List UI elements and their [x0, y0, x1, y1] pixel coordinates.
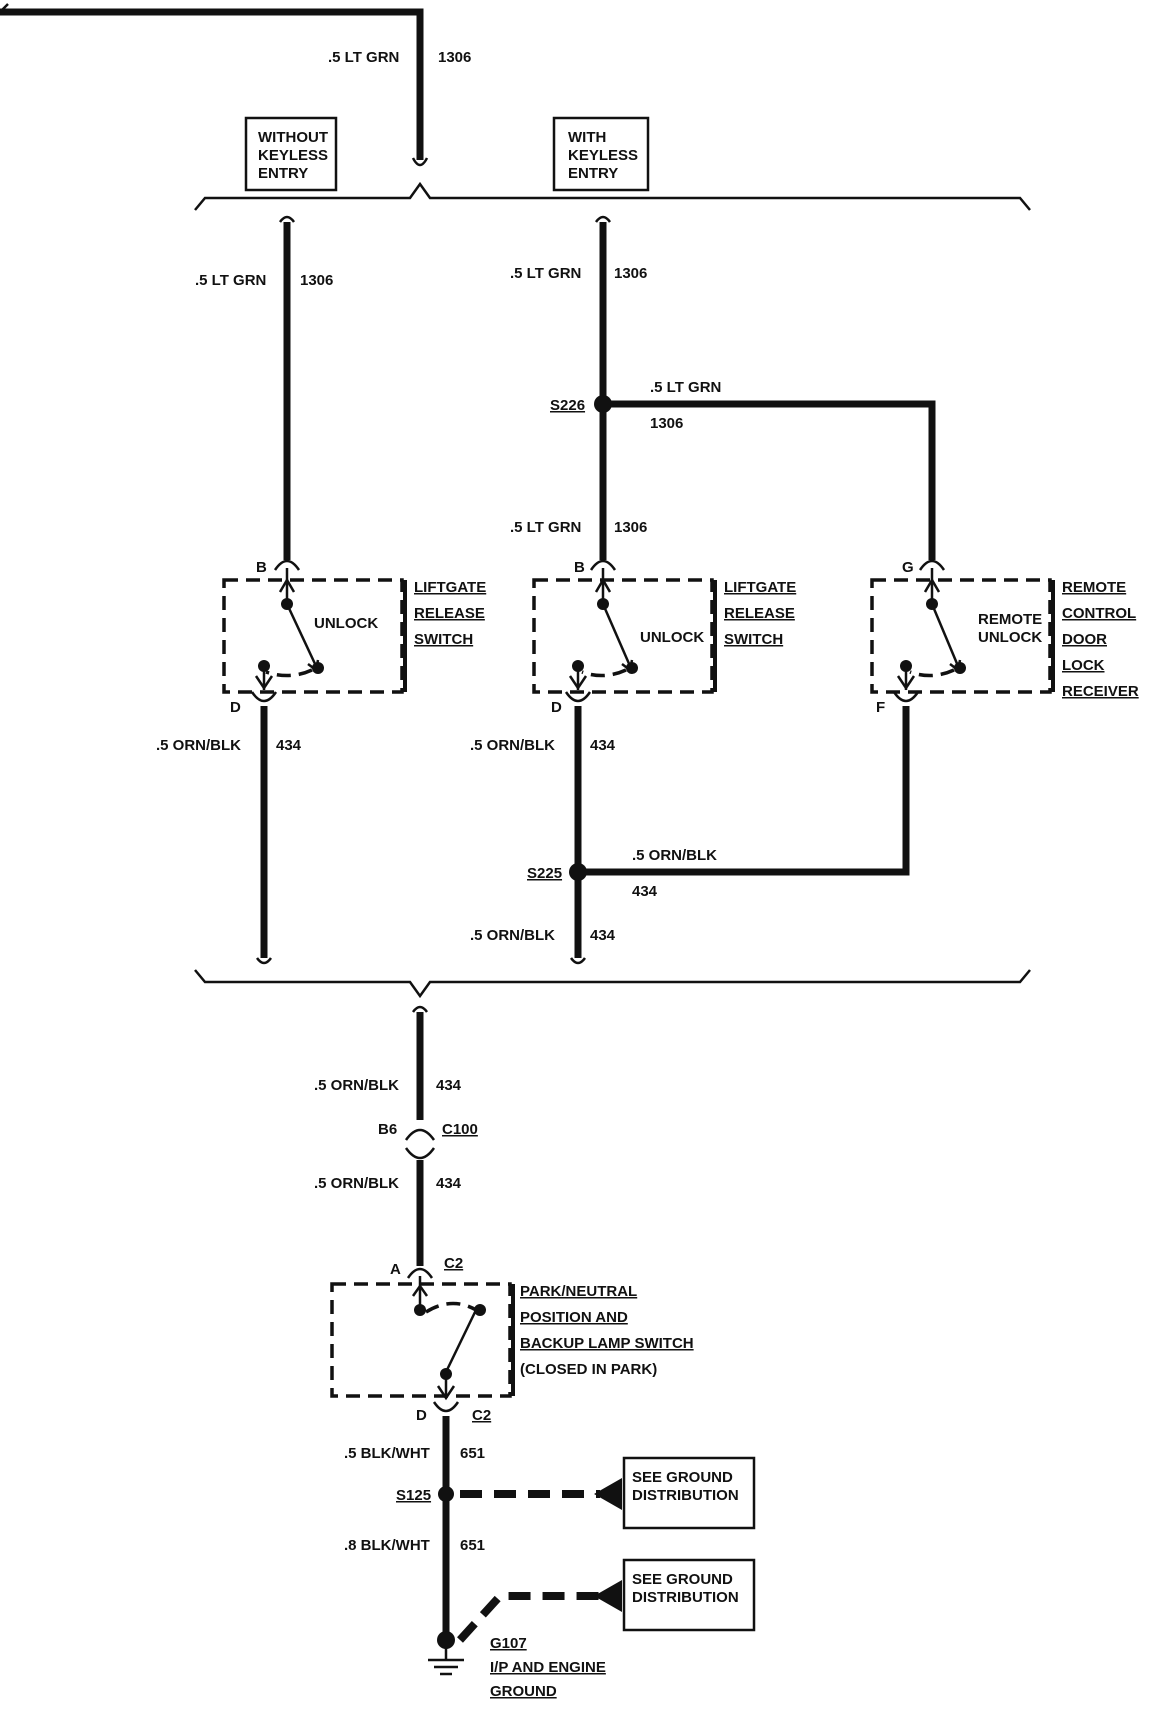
- option-with-keyless: WITH KEYLESS ENTRY: [552, 116, 650, 192]
- svg-text:ENTRY: ENTRY: [258, 165, 308, 182]
- ground-line2: GROUND: [490, 1683, 557, 1700]
- mid-out2-circuit: 434: [590, 927, 616, 944]
- lower-common-wire: [411, 1005, 429, 1120]
- c100-name: C100: [442, 1121, 478, 1138]
- left-switch-pin-b: B: [256, 559, 267, 576]
- left-output-wire: [255, 706, 273, 965]
- receiver-output-wire: [578, 706, 910, 876]
- ground2-color: .8 BLK/WHT: [344, 1537, 430, 1554]
- receiver-name3: DOOR: [1062, 631, 1107, 648]
- top-wire-color: .5 LT GRN: [328, 49, 399, 66]
- lower1-circuit: 434: [436, 1077, 462, 1094]
- pn-name1: PARK/NEUTRAL: [520, 1283, 637, 1300]
- left-wire-color: .5 LT GRN: [195, 272, 266, 289]
- ground-ref-box-1: SEE GROUND DISTRIBUTION: [622, 1456, 756, 1530]
- left-switch-name3: SWITCH: [414, 631, 473, 648]
- remote-control-receiver: [870, 559, 1052, 703]
- ground-name: G107: [490, 1635, 527, 1652]
- right-wire-circuit: 1306: [650, 415, 683, 432]
- mid-switch-inner: UNLOCK: [640, 629, 704, 646]
- lower-option-bracket: [194, 969, 1031, 999]
- pn-pin-a: A: [390, 1261, 401, 1278]
- park-neutral-switch: [330, 1267, 512, 1413]
- svg-text:SEE GROUND: SEE GROUND: [632, 1469, 733, 1486]
- svg-text:KEYLESS: KEYLESS: [568, 147, 638, 164]
- lower2-color: .5 ORN/BLK: [314, 1175, 399, 1192]
- mid-switch-pin-d: D: [551, 699, 562, 716]
- ground1-circuit: 651: [460, 1445, 485, 1462]
- receiver-name4: LOCK: [1062, 657, 1105, 674]
- left-switch-name1: LIFTGATE: [414, 579, 486, 596]
- receiver-inner1: REMOTE: [978, 611, 1042, 628]
- top-wire-circuit: 1306: [438, 49, 471, 66]
- ground2-circuit: 651: [460, 1537, 485, 1554]
- g107-ground-ref-wire: [457, 1592, 600, 1643]
- left-out-color: .5 ORN/BLK: [156, 737, 241, 754]
- mid-out2-color: .5 ORN/BLK: [470, 927, 555, 944]
- lower2-circuit: 434: [436, 1175, 462, 1192]
- mid-wire-color: .5 LT GRN: [510, 265, 581, 282]
- receiver-name2: CONTROL: [1062, 605, 1136, 622]
- left-wire-circuit: 1306: [300, 272, 333, 289]
- pn-name4: (CLOSED IN PARK): [520, 1361, 657, 1378]
- receiver-pin-g: G: [902, 559, 914, 576]
- mid-switch-name2: RELEASE: [724, 605, 795, 622]
- splice-s225-label: S225: [527, 865, 562, 882]
- receiver-name1: REMOTE: [1062, 579, 1126, 596]
- pn-conn-out: C2: [472, 1407, 491, 1424]
- c100-pin: B6: [378, 1121, 397, 1138]
- pn-name3: BACKUP LAMP SWITCH: [520, 1335, 694, 1352]
- left-input-wire: [278, 215, 296, 560]
- ground-line1: I/P AND ENGINE: [490, 1659, 606, 1676]
- left-liftgate-switch: [222, 559, 404, 703]
- connector-c100: [404, 1128, 436, 1160]
- top-wire: [0, 3, 429, 167]
- svg-text:WITHOUT: WITHOUT: [258, 129, 328, 146]
- lower1-color: .5 ORN/BLK: [314, 1077, 399, 1094]
- mid-switch-name3: SWITCH: [724, 631, 783, 648]
- right-branch-wire: [603, 400, 936, 560]
- upper-option-bracket: [194, 181, 1031, 211]
- left-switch-name2: RELEASE: [414, 605, 485, 622]
- splice-s226-label: S226: [550, 397, 585, 414]
- mid-input-wire: [594, 215, 612, 560]
- ground-ref-box-2: SEE GROUND DISTRIBUTION: [622, 1558, 756, 1632]
- svg-text:WITH: WITH: [568, 129, 606, 146]
- svg-text:ENTRY: ENTRY: [568, 165, 618, 182]
- svg-text:SEE GROUND: SEE GROUND: [632, 1571, 733, 1588]
- svg-text:DISTRIBUTION: DISTRIBUTION: [632, 1589, 739, 1606]
- right-wire-color: .5 LT GRN: [650, 379, 721, 396]
- receiver-pin-f: F: [876, 699, 885, 716]
- receiver-inner2: UNLOCK: [978, 629, 1042, 646]
- mid-switch-pin-b: B: [574, 559, 585, 576]
- mid-out-color: .5 ORN/BLK: [470, 737, 555, 754]
- right-out-circuit: 434: [632, 883, 658, 900]
- pn-name2: POSITION AND: [520, 1309, 628, 1326]
- mid-out-circuit: 434: [590, 737, 616, 754]
- ground1-color: .5 BLK/WHT: [344, 1445, 430, 1462]
- svg-text:DISTRIBUTION: DISTRIBUTION: [632, 1487, 739, 1504]
- mid2-wire-circuit: 1306: [614, 519, 647, 536]
- ground-symbol-g107: [428, 1631, 464, 1676]
- splice-s125-label: S125: [396, 1487, 431, 1504]
- right-out-color: .5 ORN/BLK: [632, 847, 717, 864]
- mid-liftgate-switch: [532, 559, 714, 703]
- mid2-wire-color: .5 LT GRN: [510, 519, 581, 536]
- mid-wire-circuit: 1306: [614, 265, 647, 282]
- splice-s125-dot: [438, 1486, 454, 1502]
- receiver-name5: RECEIVER: [1062, 683, 1139, 700]
- left-out-circuit: 434: [276, 737, 302, 754]
- left-switch-pin-d: D: [230, 699, 241, 716]
- pn-conn-in: C2: [444, 1255, 463, 1272]
- option-without-keyless: WITHOUT KEYLESS ENTRY: [244, 116, 338, 192]
- left-switch-inner: UNLOCK: [314, 615, 378, 632]
- pn-pin-d: D: [416, 1407, 427, 1424]
- svg-text:KEYLESS: KEYLESS: [258, 147, 328, 164]
- ground-ref-arrow-1: [594, 1478, 622, 1510]
- mid-switch-name1: LIFTGATE: [724, 579, 796, 596]
- ground-ref-arrow-2: [594, 1580, 622, 1612]
